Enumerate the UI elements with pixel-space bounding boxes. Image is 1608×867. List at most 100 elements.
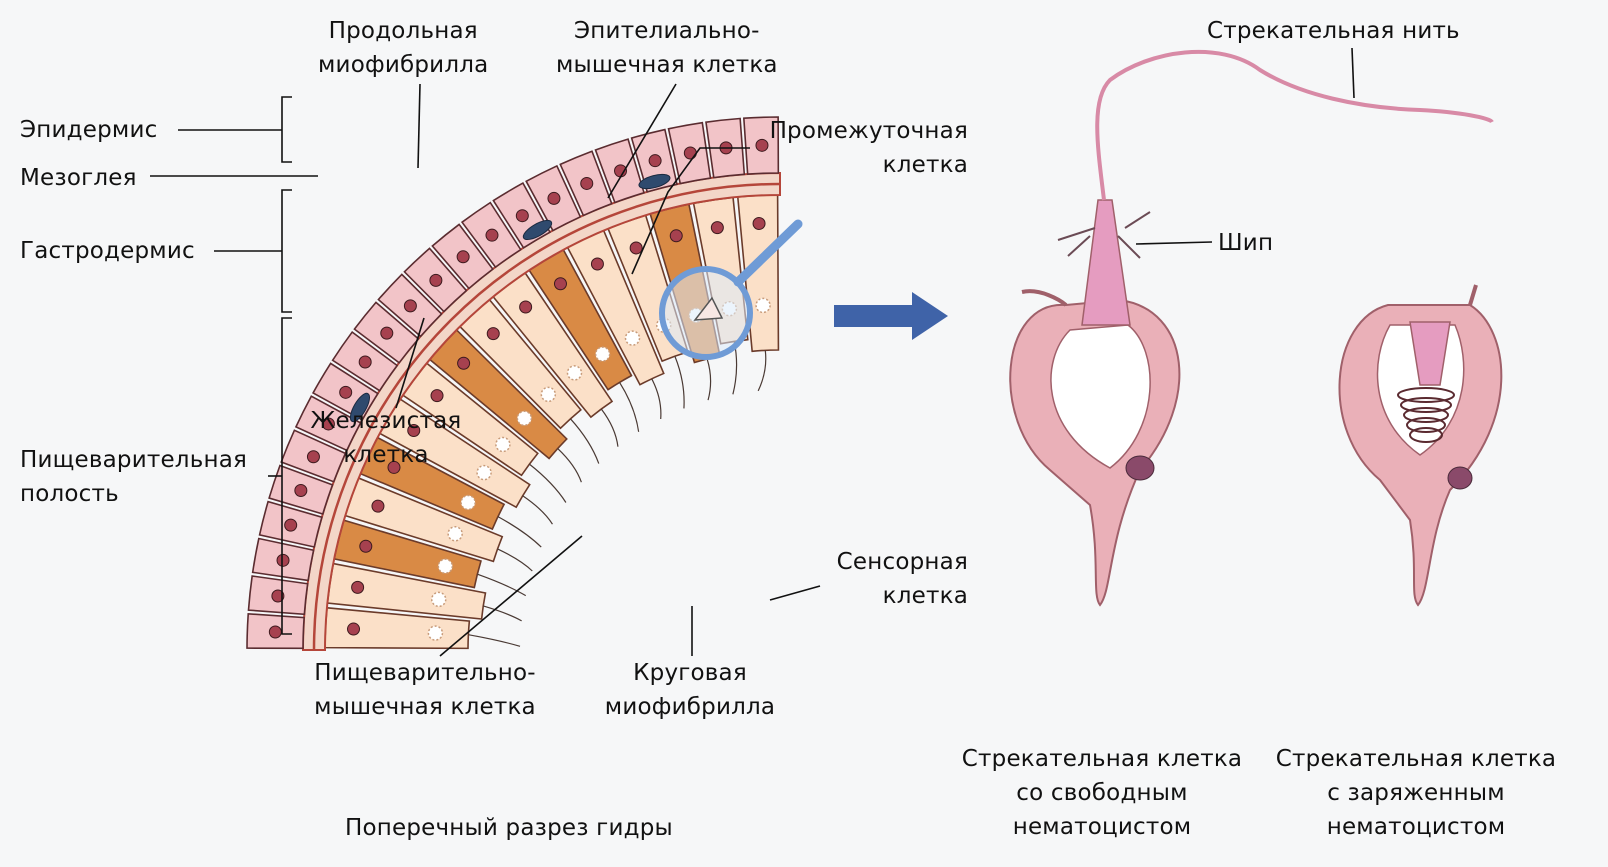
label-interstitial-cell-line1: Промежуточная: [752, 114, 968, 148]
cell-nucleus: [520, 301, 532, 313]
label-gastrodermis: Гастродермис: [20, 234, 195, 268]
caption-cell-charged-line1: Стрекательная клетка: [1266, 742, 1566, 776]
food-vacuole: [432, 592, 446, 606]
bracket-gastrodermis: [282, 190, 292, 312]
caption-cell-charged-nematocyst: Стрекательная клетка с заряженным немато…: [1266, 742, 1566, 844]
label-digestive-cavity-line2: полость: [20, 477, 247, 511]
cell-nucleus: [359, 356, 371, 368]
flagellum: [620, 382, 639, 431]
stinging-cells: [1010, 52, 1501, 605]
pointer-arrow: [834, 292, 948, 340]
label-spike: Шип: [1218, 226, 1273, 260]
cell-nucleus: [711, 222, 723, 234]
label-stinging-thread: Стрекательная нить: [1207, 14, 1460, 48]
cell-nucleus: [684, 147, 696, 159]
label-glandular-cell: Железистая клетка: [302, 404, 470, 472]
cell-nucleus: [649, 155, 661, 167]
leader-longitudinal-myofibril: [418, 84, 420, 168]
leader-spike: [1136, 242, 1212, 244]
cell-nucleus: [277, 554, 289, 566]
label-sensory-cell-line1: Сенсорная: [800, 545, 968, 579]
food-vacuole: [541, 387, 555, 401]
cell-nucleus: [581, 177, 593, 189]
cell-nucleus: [591, 258, 603, 270]
cell-nucleus: [548, 192, 560, 204]
cell-nucleus: [458, 357, 470, 369]
label-mesoglea: Мезоглея: [20, 161, 137, 195]
label-digestive-cavity: Пищеварительная полость: [20, 443, 247, 511]
label-epithelial-muscle-cell-line1: Эпителиально-: [556, 14, 778, 48]
label-glandular-cell-line2: клетка: [302, 438, 470, 472]
cell-nucleus: [487, 328, 499, 340]
label-digestive-muscle-cell: Пищеварительно- мышечная клетка: [296, 656, 554, 724]
label-interstitial-cell: Промежуточная клетка: [752, 114, 968, 182]
food-vacuole: [438, 559, 452, 573]
label-epithelial-muscle-cell-line2: мышечная клетка: [556, 48, 778, 82]
cell-nucleus: [430, 274, 442, 286]
flagellum: [601, 409, 618, 447]
label-longitudinal-myofibril-line2: миофибрилла: [318, 48, 488, 82]
cell-nucleus: [285, 519, 297, 531]
cell-nucleus: [753, 218, 765, 230]
caption-cell-free-line2: со свободным: [952, 776, 1252, 810]
food-vacuole: [517, 411, 531, 425]
cell-nucleus: [381, 327, 393, 339]
caption-cell-charged-line2: с заряженным: [1266, 776, 1566, 810]
cell-nucleus: [295, 485, 307, 497]
cell-nucleus: [372, 500, 384, 512]
label-circular-myofibril-line2: миофибрилла: [592, 690, 788, 724]
flagellum: [558, 449, 582, 483]
food-vacuole: [756, 298, 770, 312]
caption-cell-free-nematocyst: Стрекательная клетка со свободным немато…: [952, 742, 1252, 844]
flagellum: [498, 549, 533, 571]
cell-nucleus: [486, 229, 498, 241]
label-circular-myofibril-line1: Круговая: [592, 656, 788, 690]
stinging-thread: [1097, 52, 1492, 200]
label-digestive-cavity-line1: Пищеварительная: [20, 443, 247, 477]
caption-cell-free-line3: нематоцистом: [952, 810, 1252, 844]
label-epidermis: Эпидермис: [20, 113, 157, 147]
cell-nucleus: [670, 230, 682, 242]
cell-nucleus: [431, 390, 443, 402]
cell-nucleus: [630, 242, 642, 254]
cell-nucleus: [269, 626, 281, 638]
flagellum: [652, 379, 661, 419]
cnidocyte-nucleus: [1126, 456, 1154, 480]
cell-nucleus: [340, 386, 352, 398]
label-interstitial-cell-line2: клетка: [752, 148, 968, 182]
cell-nucleus: [404, 300, 416, 312]
food-vacuole: [596, 347, 610, 361]
food-vacuole: [461, 495, 475, 509]
label-sensory-cell: Сенсорная клетка: [800, 545, 968, 613]
food-vacuole: [567, 366, 581, 380]
cell-nucleus: [360, 540, 372, 552]
flagellum: [570, 419, 598, 464]
food-vacuole: [428, 626, 442, 640]
caption-cell-charged-line3: нематоцистом: [1266, 810, 1566, 844]
cell-nucleus: [352, 581, 364, 593]
label-digestive-muscle-cell-line1: Пищеварительно-: [296, 656, 554, 690]
label-longitudinal-myofibril-line1: Продольная: [318, 14, 488, 48]
flagellum: [758, 350, 766, 391]
everted-tube: [1082, 200, 1130, 325]
food-vacuole: [625, 331, 639, 345]
flagellum: [498, 517, 541, 548]
food-vacuole: [496, 437, 510, 451]
flagellum: [707, 359, 710, 400]
label-circular-myofibril: Круговая миофибрилла: [592, 656, 788, 724]
caption-hydra-section: Поперечный разрез гидры: [345, 811, 673, 845]
cell-nucleus: [348, 623, 360, 635]
cnidocil: [1470, 285, 1476, 305]
cell-nucleus: [457, 251, 469, 263]
food-vacuole: [477, 466, 491, 480]
label-digestive-muscle-cell-line2: мышечная клетка: [296, 690, 554, 724]
label-longitudinal-myofibril: Продольная миофибрилла: [318, 14, 488, 82]
cell-nucleus: [554, 278, 566, 290]
flagellum: [529, 464, 565, 502]
flagellum: [675, 356, 684, 408]
leader-stinging-thread: [1352, 48, 1354, 98]
cell-nucleus: [516, 210, 528, 222]
flagellum: [468, 635, 520, 647]
flagellum: [483, 606, 521, 621]
